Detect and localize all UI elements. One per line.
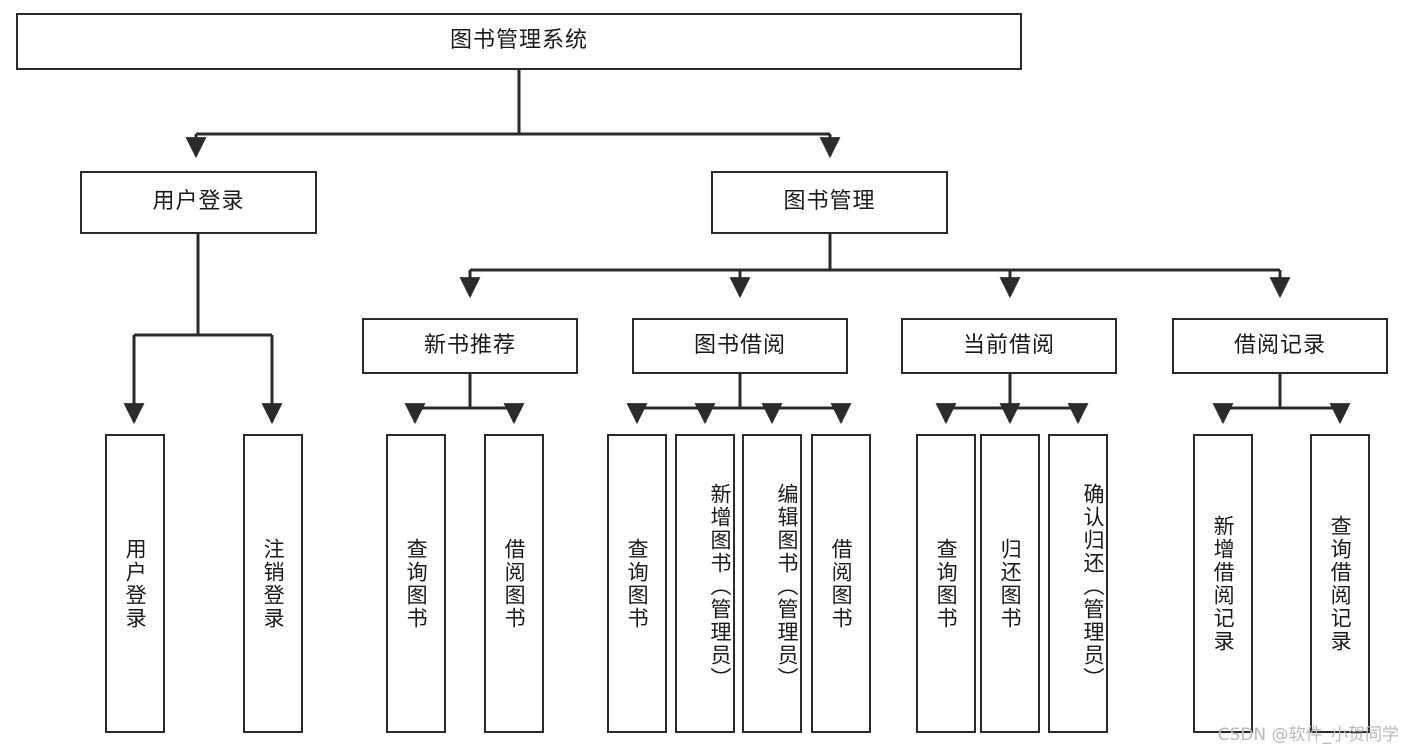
node-label: 查询图书 [404, 537, 429, 630]
node-book-management[interactable]: 图书管理 [711, 171, 948, 234]
node-borrow-record[interactable]: 借阅记录 [1172, 318, 1388, 374]
node-label: 查询图书 [625, 537, 650, 630]
node-label: 确认归还（管理员） [1081, 483, 1105, 690]
node-label: 新增借阅记录 [1211, 514, 1236, 653]
node-current-borrow[interactable]: 当前借阅 [901, 318, 1117, 374]
node-label: 查询图书 [934, 537, 959, 630]
leaf-user-login-login[interactable]: 用户登录 [105, 434, 165, 733]
node-label: 编辑图书（管理员） [775, 483, 799, 690]
node-label: 用户登录 [123, 537, 148, 630]
node-label: 借阅记录 [1233, 332, 1326, 358]
leaf-current-query-book[interactable]: 查询图书 [916, 434, 976, 733]
leaf-borrow-edit-book-admin[interactable]: 编辑图书（管理员） [742, 434, 802, 733]
node-label: 当前借阅 [962, 332, 1055, 358]
watermark-text: CSDN @软件_小贺同学 [1217, 725, 1399, 745]
leaf-current-confirm-return-admin[interactable]: 确认归还（管理员） [1048, 434, 1108, 733]
node-label: 借阅图书 [502, 537, 527, 630]
node-label: 图书管理 [783, 189, 876, 215]
node-label: 图书管理系统 [449, 28, 588, 54]
node-new-book-recommend[interactable]: 新书推荐 [362, 318, 578, 374]
node-label: 归还图书 [998, 537, 1023, 630]
leaf-user-login-logout[interactable]: 注销登录 [243, 434, 303, 733]
leaf-borrow-add-book-admin[interactable]: 新增图书（管理员） [675, 434, 735, 733]
leaf-borrow-query-book[interactable]: 查询图书 [607, 434, 667, 733]
leaf-record-add-record[interactable]: 新增借阅记录 [1193, 434, 1253, 733]
leaf-recommend-borrow-book[interactable]: 借阅图书 [484, 434, 544, 733]
node-user-login[interactable]: 用户登录 [80, 171, 317, 234]
leaf-recommend-query-book[interactable]: 查询图书 [386, 434, 446, 733]
node-label: 注销登录 [261, 537, 286, 630]
node-book-borrow[interactable]: 图书借阅 [632, 318, 848, 374]
node-label: 新增图书（管理员） [708, 483, 732, 690]
leaf-current-return-book[interactable]: 归还图书 [980, 434, 1040, 733]
node-label: 查询借阅记录 [1328, 514, 1353, 653]
leaf-borrow-borrow-book[interactable]: 借阅图书 [811, 434, 871, 733]
leaf-record-query-record[interactable]: 查询借阅记录 [1310, 434, 1370, 733]
node-root-system[interactable]: 图书管理系统 [16, 13, 1022, 70]
node-label: 用户登录 [152, 189, 245, 215]
node-label: 图书借阅 [693, 332, 786, 358]
node-label: 借阅图书 [829, 537, 854, 630]
node-label: 新书推荐 [423, 332, 516, 358]
